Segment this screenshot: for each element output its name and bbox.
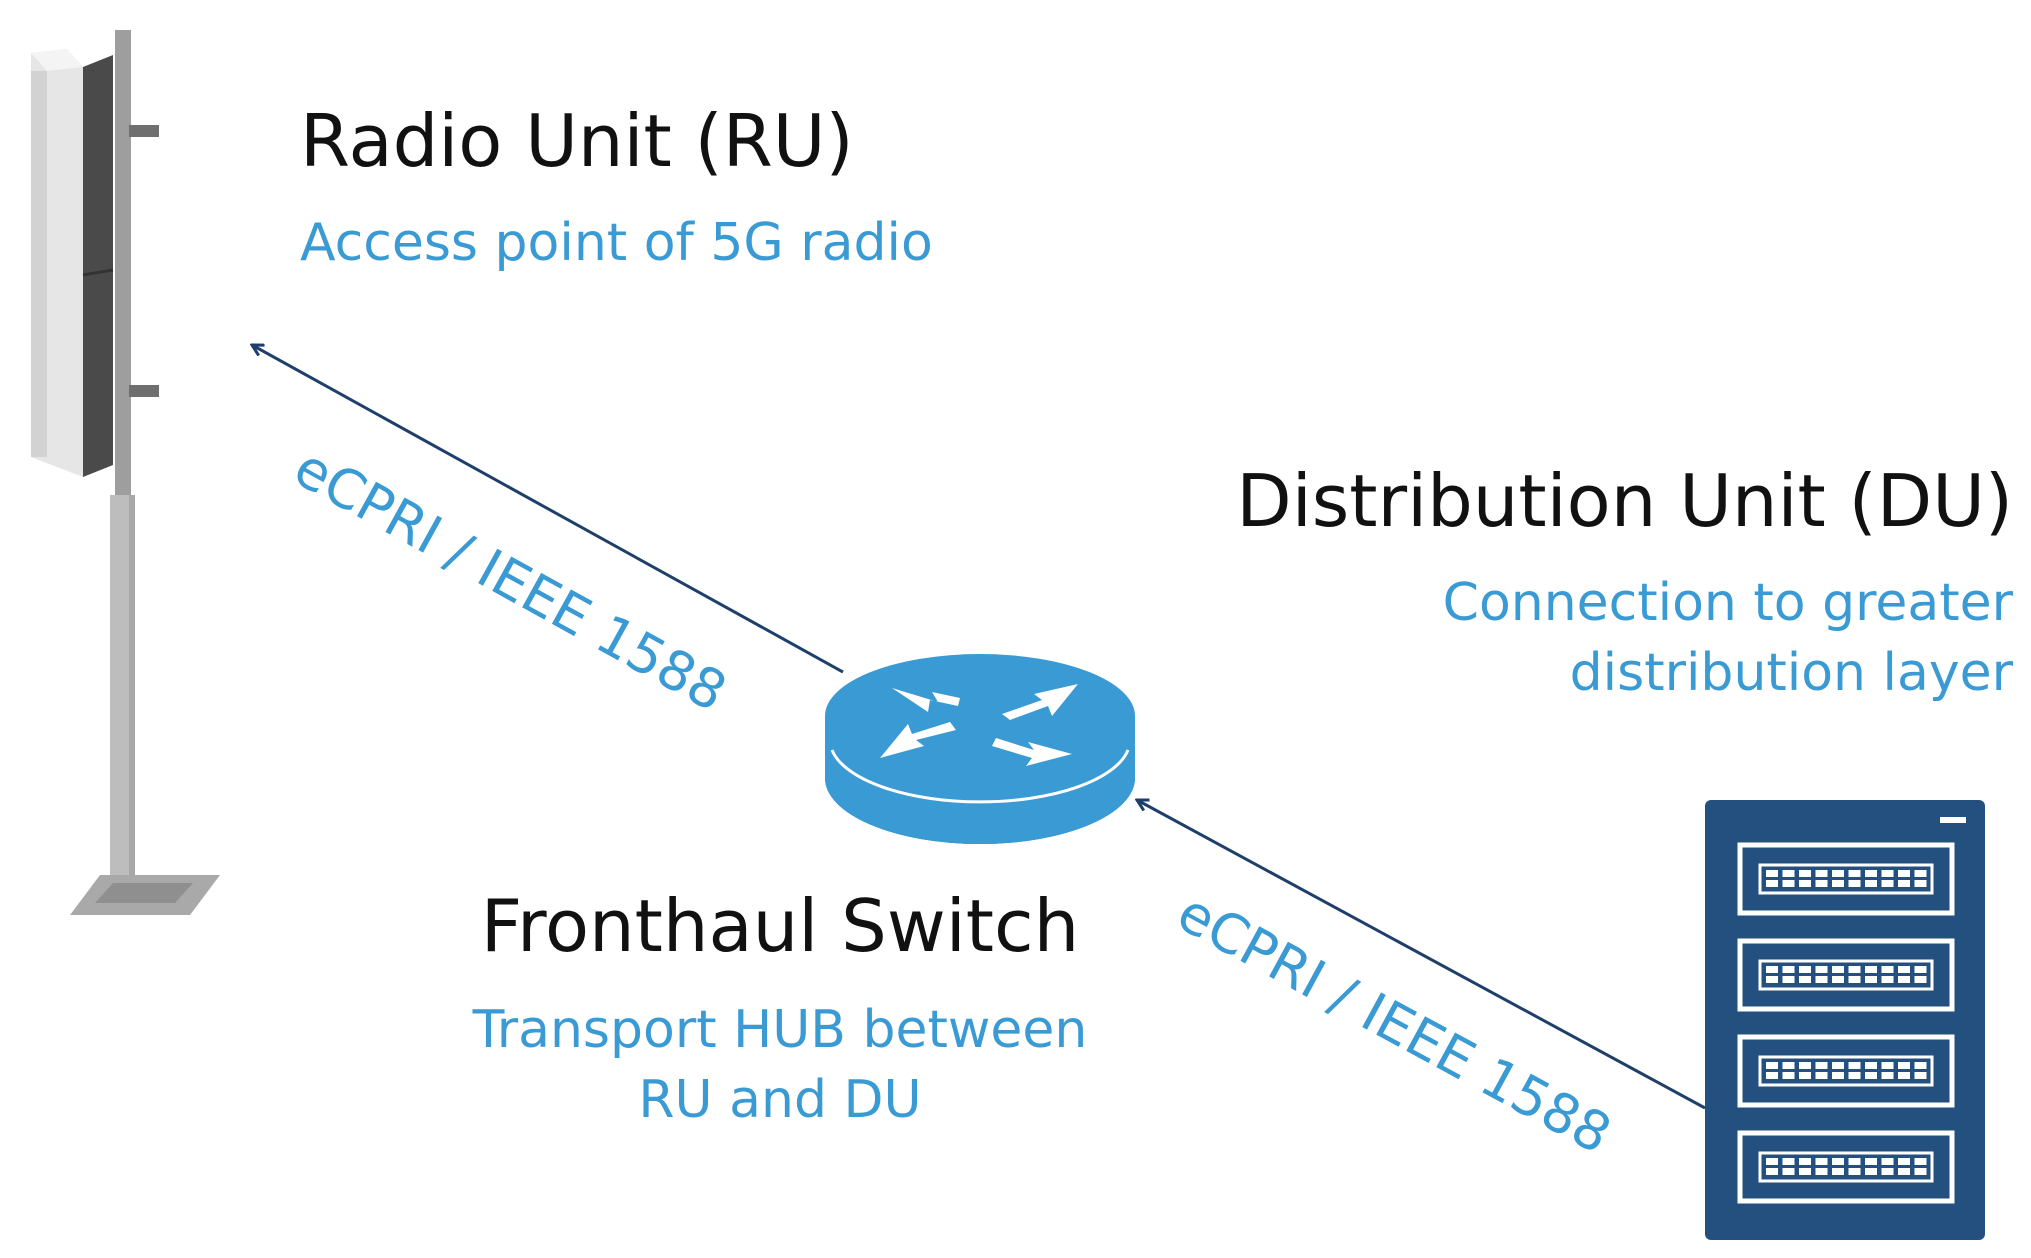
server-rack-icon (1705, 800, 1985, 1240)
du-subtitle-line: Connection to greater (1442, 573, 2013, 633)
link-du-to-switch (1137, 800, 1706, 1110)
antenna-mast-icon (31, 30, 220, 915)
ru-title: Radio Unit (RU) (300, 99, 854, 183)
du-subtitle: Connection to greater distribution layer (1443, 568, 2013, 708)
switch-subtitle-line: RU and DU (638, 1070, 922, 1131)
ru-subtitle: Access point of 5G radio (300, 213, 933, 273)
router-icon (825, 654, 1135, 844)
du-subtitle-line: distribution layer (1569, 643, 2013, 704)
switch-subtitle-line: Transport HUB between (472, 1000, 1088, 1060)
du-title: Distribution Unit (DU) (1236, 459, 2013, 543)
switch-title: Fronthaul Switch (480, 884, 1080, 968)
switch-subtitle: Transport HUB between RU and DU (420, 995, 1140, 1135)
link-switch-to-ru (252, 345, 844, 674)
